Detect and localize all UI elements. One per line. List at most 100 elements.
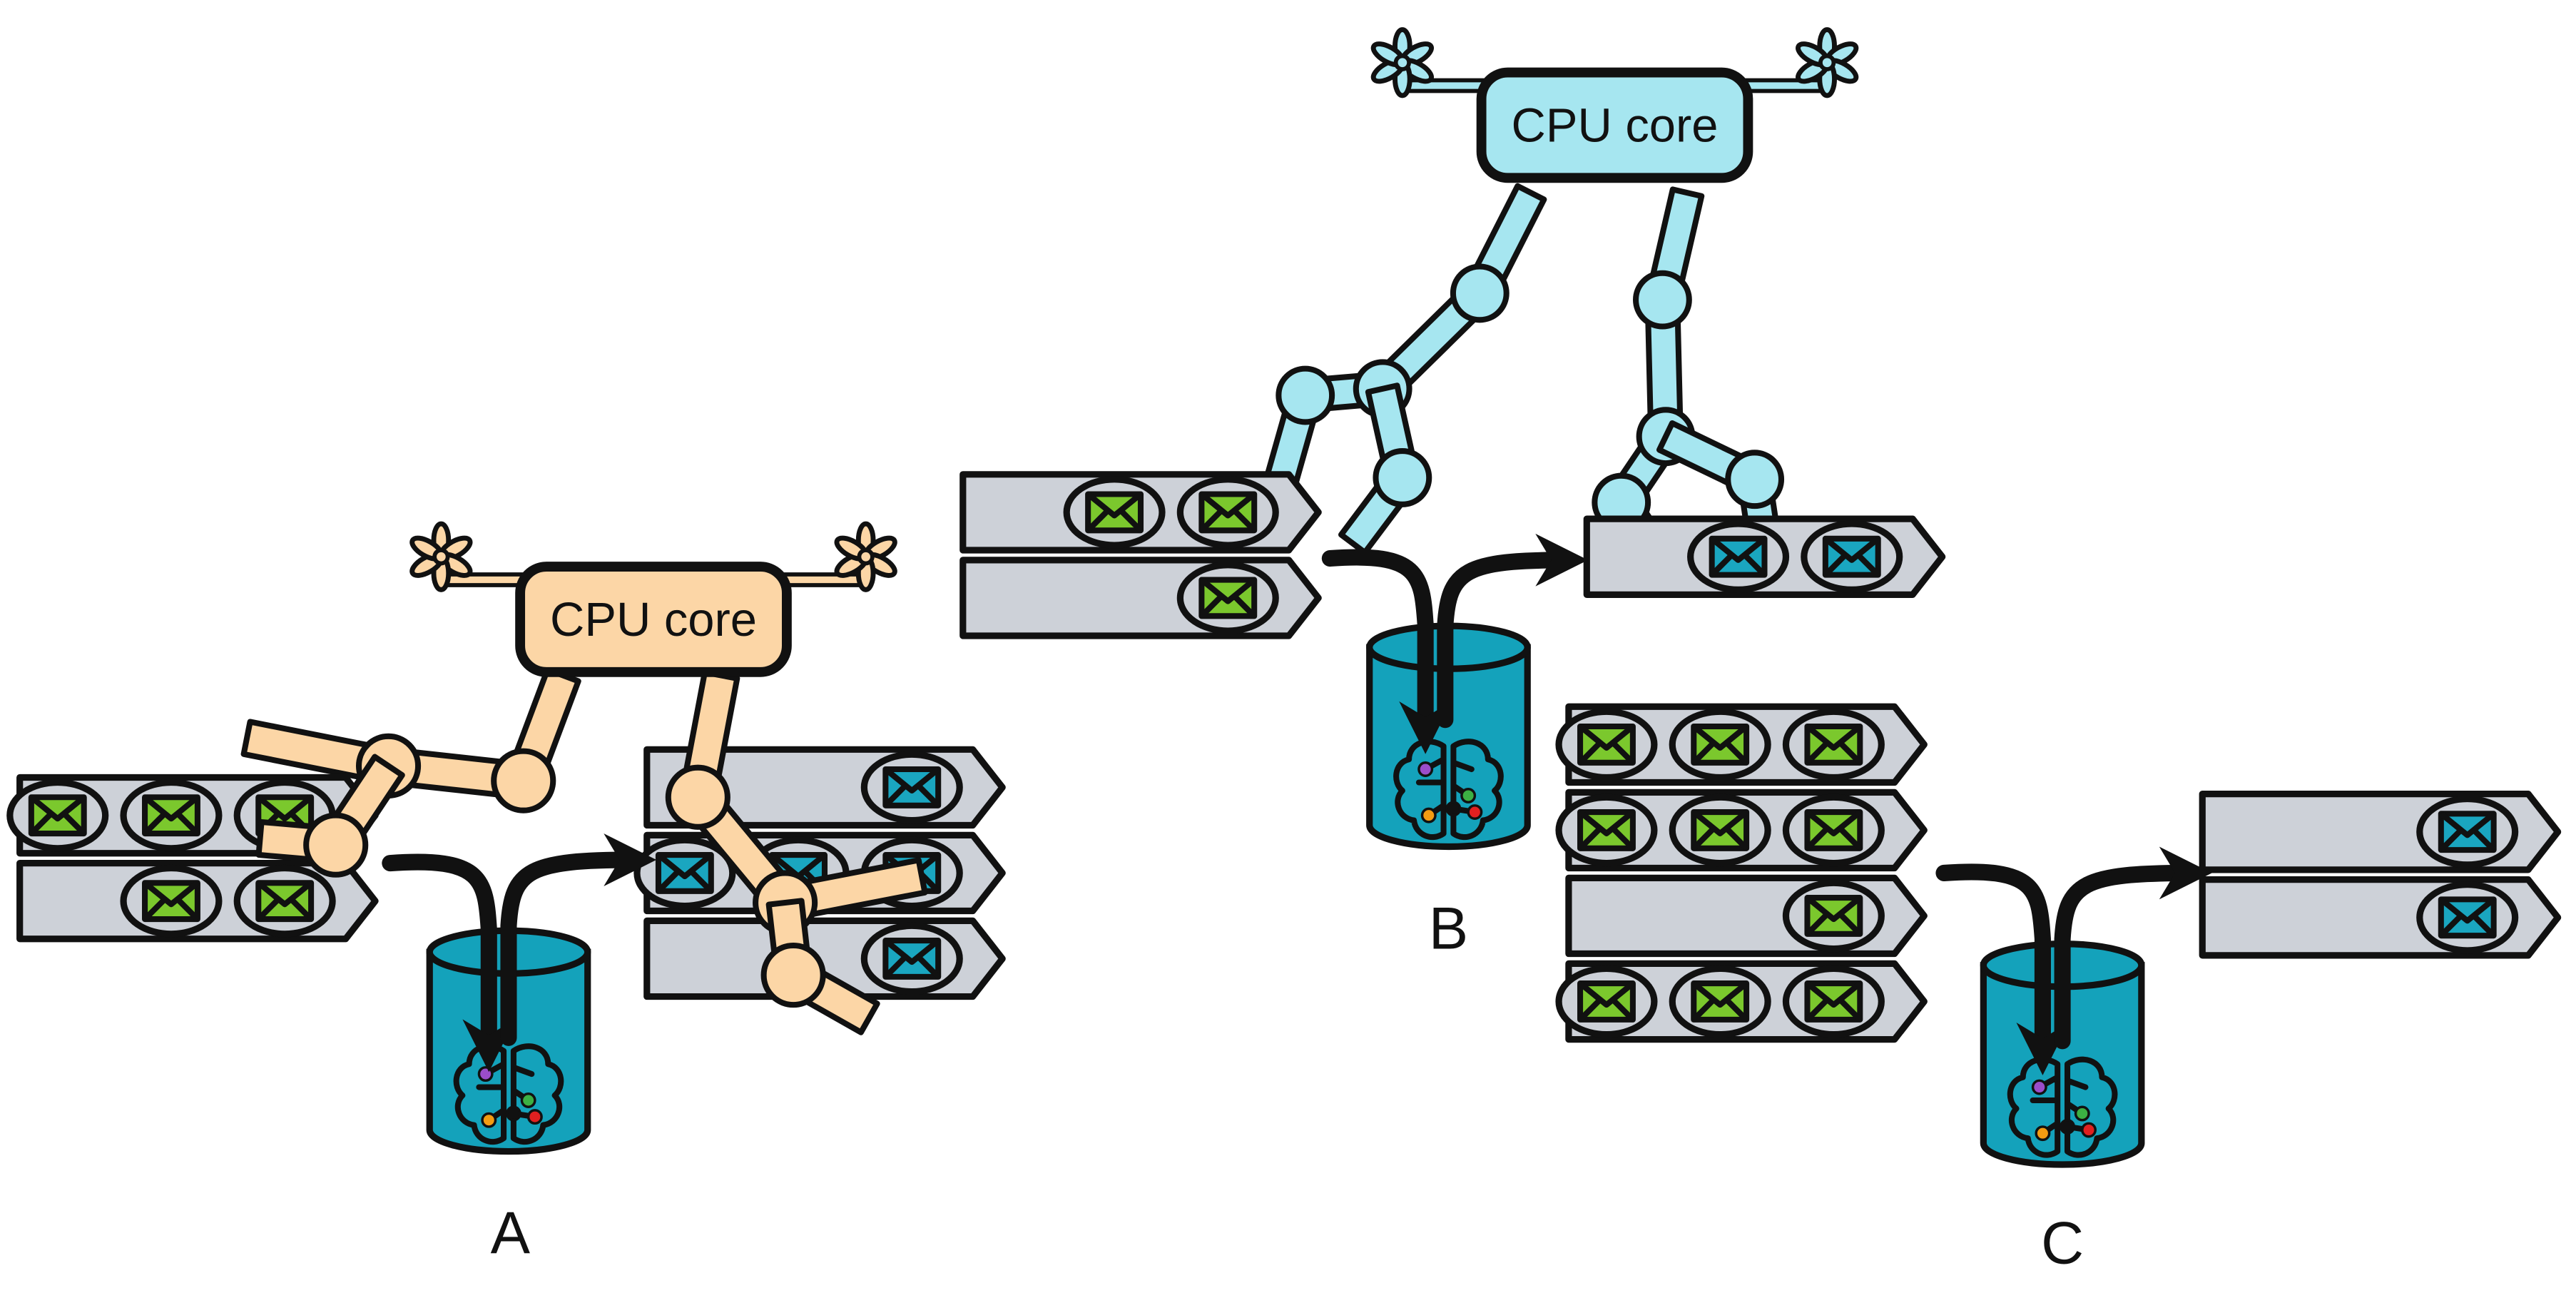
circuit-node xyxy=(1467,804,1483,820)
message-envelope xyxy=(233,864,336,938)
robot-arm xyxy=(255,754,405,878)
flow-arrows xyxy=(1321,533,1589,754)
message-envelope xyxy=(2416,881,2519,954)
message-envelope xyxy=(2416,795,2519,868)
envelope-flap xyxy=(1709,536,1767,577)
panel-label-a: A xyxy=(491,1200,531,1267)
envelope-flap xyxy=(1691,724,1748,765)
arm-joint xyxy=(1276,365,1335,425)
envelope-flap xyxy=(1823,536,1880,577)
rotor-hub xyxy=(1393,54,1411,71)
circuit-node xyxy=(526,1109,543,1125)
arm-joint xyxy=(1725,450,1785,509)
message-envelope xyxy=(120,779,223,852)
propeller-icon xyxy=(1796,27,1859,98)
arm-joint xyxy=(665,764,730,830)
message-queue xyxy=(643,746,1006,829)
message-queue xyxy=(959,471,1322,554)
envelope-flap xyxy=(29,795,86,836)
message-envelope xyxy=(120,864,223,938)
circuit-node xyxy=(2060,1118,2075,1135)
message-queue xyxy=(2199,876,2562,959)
envelope-flap xyxy=(1578,809,1635,851)
envelope-flap xyxy=(143,881,200,921)
message-envelope xyxy=(1555,793,1658,867)
circuit-node xyxy=(520,1092,536,1108)
circuit-node xyxy=(1420,807,1437,823)
circuit-node xyxy=(1445,801,1462,817)
arm-joint xyxy=(303,812,369,878)
circuit-node xyxy=(1417,761,1434,777)
message-envelope xyxy=(1669,708,1771,781)
message-envelope xyxy=(860,922,963,995)
arrow-into-storage xyxy=(1321,549,1452,754)
message-envelope xyxy=(1176,562,1279,634)
panel-label-b: B xyxy=(1429,896,1468,962)
rotor-hub xyxy=(1818,54,1836,71)
message-envelope xyxy=(1555,708,1658,781)
flow-arrows xyxy=(1935,846,2212,1075)
envelope-flap xyxy=(1086,492,1143,533)
arm-joint xyxy=(1373,447,1432,507)
envelope-flap xyxy=(883,766,941,808)
message-envelope xyxy=(6,779,109,852)
message-envelope xyxy=(1687,520,1790,594)
envelope-flap xyxy=(1691,980,1748,1022)
cpu-core-box xyxy=(515,562,792,677)
message-envelope xyxy=(1176,476,1279,549)
brain-circuit-icon xyxy=(1393,739,1504,841)
arrow-into-storage xyxy=(382,853,516,1073)
envelope-flap xyxy=(1691,809,1748,851)
message-envelope xyxy=(1782,793,1885,867)
message-queue xyxy=(643,917,1006,1000)
message-queue xyxy=(1555,703,1928,786)
envelope-flap xyxy=(2438,811,2496,852)
envelope-flap xyxy=(1805,724,1863,765)
rotor-hub xyxy=(432,548,450,566)
brain-circuit-icon xyxy=(2007,1056,2118,1158)
flow-arrows xyxy=(382,833,657,1073)
envelope-flap xyxy=(656,852,713,893)
message-envelope xyxy=(1782,965,1885,1038)
cpu-core-label: CPU core xyxy=(550,593,757,647)
arm-joint xyxy=(1450,263,1510,323)
arrow-out-of-storage xyxy=(1437,533,1589,729)
circuit-node xyxy=(505,1105,521,1122)
message-envelope xyxy=(1063,476,1166,549)
circuit-node xyxy=(2081,1122,2097,1138)
propeller-icon xyxy=(1370,27,1434,98)
envelope-flap xyxy=(256,881,313,921)
circuit-node xyxy=(1460,787,1477,803)
message-envelope xyxy=(1782,708,1885,781)
message-envelope xyxy=(1555,965,1658,1038)
envelope-flap xyxy=(2438,897,2496,938)
arm-joint xyxy=(491,748,556,813)
cpu-core-label: CPU core xyxy=(1512,99,1719,153)
envelope-flap xyxy=(1805,895,1863,936)
envelope-flap xyxy=(1199,492,1257,533)
message-envelope xyxy=(1782,879,1885,953)
robot-arm xyxy=(1338,382,1432,556)
cpu-core-box xyxy=(1476,67,1753,183)
envelope-flap xyxy=(1578,980,1635,1022)
circuit-node xyxy=(2031,1079,2047,1095)
rotor-hub xyxy=(857,548,875,566)
message-envelope xyxy=(1669,793,1771,867)
message-queue xyxy=(1583,515,1946,598)
panel-label-c: C xyxy=(2041,1210,2084,1277)
message-queue xyxy=(1565,874,1928,958)
message-envelope xyxy=(633,836,736,910)
envelope-flap xyxy=(1805,980,1863,1022)
robot-arm xyxy=(665,669,928,936)
message-queue xyxy=(2199,791,2562,873)
envelope-flap xyxy=(883,938,941,979)
circuit-node xyxy=(2035,1125,2051,1142)
envelope-flap xyxy=(1805,809,1863,851)
propeller-icon xyxy=(834,521,897,592)
envelope-flap xyxy=(1578,724,1635,765)
arrow-out-of-storage xyxy=(500,833,657,1046)
arm-joint xyxy=(1633,270,1692,330)
circuit-node xyxy=(477,1066,494,1082)
message-queue xyxy=(1555,960,1928,1043)
